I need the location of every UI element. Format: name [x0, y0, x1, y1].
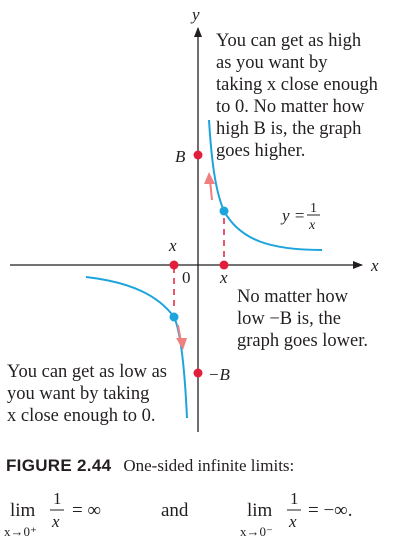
- note-top-line-2: as you want by: [216, 53, 328, 73]
- label-x-left: x: [168, 236, 177, 255]
- formula-right-rhs: = −∞.: [308, 500, 352, 521]
- formula-left-sub: x→0⁺: [4, 524, 37, 539]
- origin-label: 0: [182, 268, 191, 287]
- figure-number: FIGURE 2.44: [6, 456, 112, 475]
- note-top-line-6: goes higher.: [216, 141, 306, 161]
- formula-left-lim: lim: [10, 500, 36, 521]
- point-B: [193, 150, 203, 160]
- function-denominator: x: [308, 218, 316, 233]
- note-left: You can get as low as you want by taking…: [7, 361, 167, 427]
- formula-left-rhs: = ∞: [72, 500, 101, 521]
- note-right-line-1: No matter how: [237, 287, 348, 307]
- note-top: You can get as high as you want by takin…: [216, 30, 378, 162]
- figure-caption: FIGURE 2.44 One-sided infinite limits:: [6, 456, 401, 476]
- note-right-line-2: low −B is, the: [237, 309, 341, 329]
- note-left-line-3: x close enough to 0.: [7, 406, 156, 426]
- note-left-line-1: You can get as low as: [7, 362, 167, 382]
- x-axis-label: x: [370, 256, 379, 275]
- point-x-left: [169, 260, 179, 270]
- curve-point-right: [219, 206, 229, 216]
- formula-right-numerator: 1: [290, 489, 299, 508]
- label-B: B: [175, 147, 186, 166]
- formula-right-lim: lim: [247, 500, 273, 521]
- label-x-right: x: [219, 268, 228, 287]
- function-numerator: 1: [310, 201, 317, 216]
- figure-title: One-sided infinite limits:: [123, 456, 295, 475]
- note-top-line-4: to 0. No matter how: [216, 97, 365, 117]
- formula-right-denominator: x: [288, 512, 297, 531]
- limit-formulas: lim x→0⁺ 1 x = ∞ and lim x→0⁻ 1 x = −∞.: [4, 489, 352, 539]
- up-arrow-head: [204, 172, 215, 184]
- formula-left-denominator: x: [51, 512, 60, 531]
- function-lhs: y =: [280, 206, 305, 225]
- point-neg-B: [193, 368, 203, 378]
- down-arrow-head: [176, 338, 187, 350]
- note-right: No matter how low −B is, the graph goes …: [237, 286, 368, 352]
- formula-right-sub: x→0⁻: [240, 524, 273, 539]
- note-top-line-3: taking x close enough: [216, 75, 378, 95]
- note-top-line-5: high B is, the graph: [216, 119, 362, 139]
- y-axis-label: y: [190, 5, 200, 24]
- label-neg-B: −B: [208, 365, 230, 384]
- graph: x y 0 B −B x x y = 1 x: [10, 5, 379, 432]
- formula-connector: and: [161, 500, 189, 521]
- note-right-line-3: graph goes lower.: [237, 331, 369, 351]
- note-left-line-2: you want by taking: [7, 384, 150, 404]
- curve-point-left: [169, 312, 179, 322]
- point-x-right: [219, 260, 229, 270]
- note-top-line-1: You can get as high: [216, 31, 362, 51]
- formula-left-numerator: 1: [53, 489, 62, 508]
